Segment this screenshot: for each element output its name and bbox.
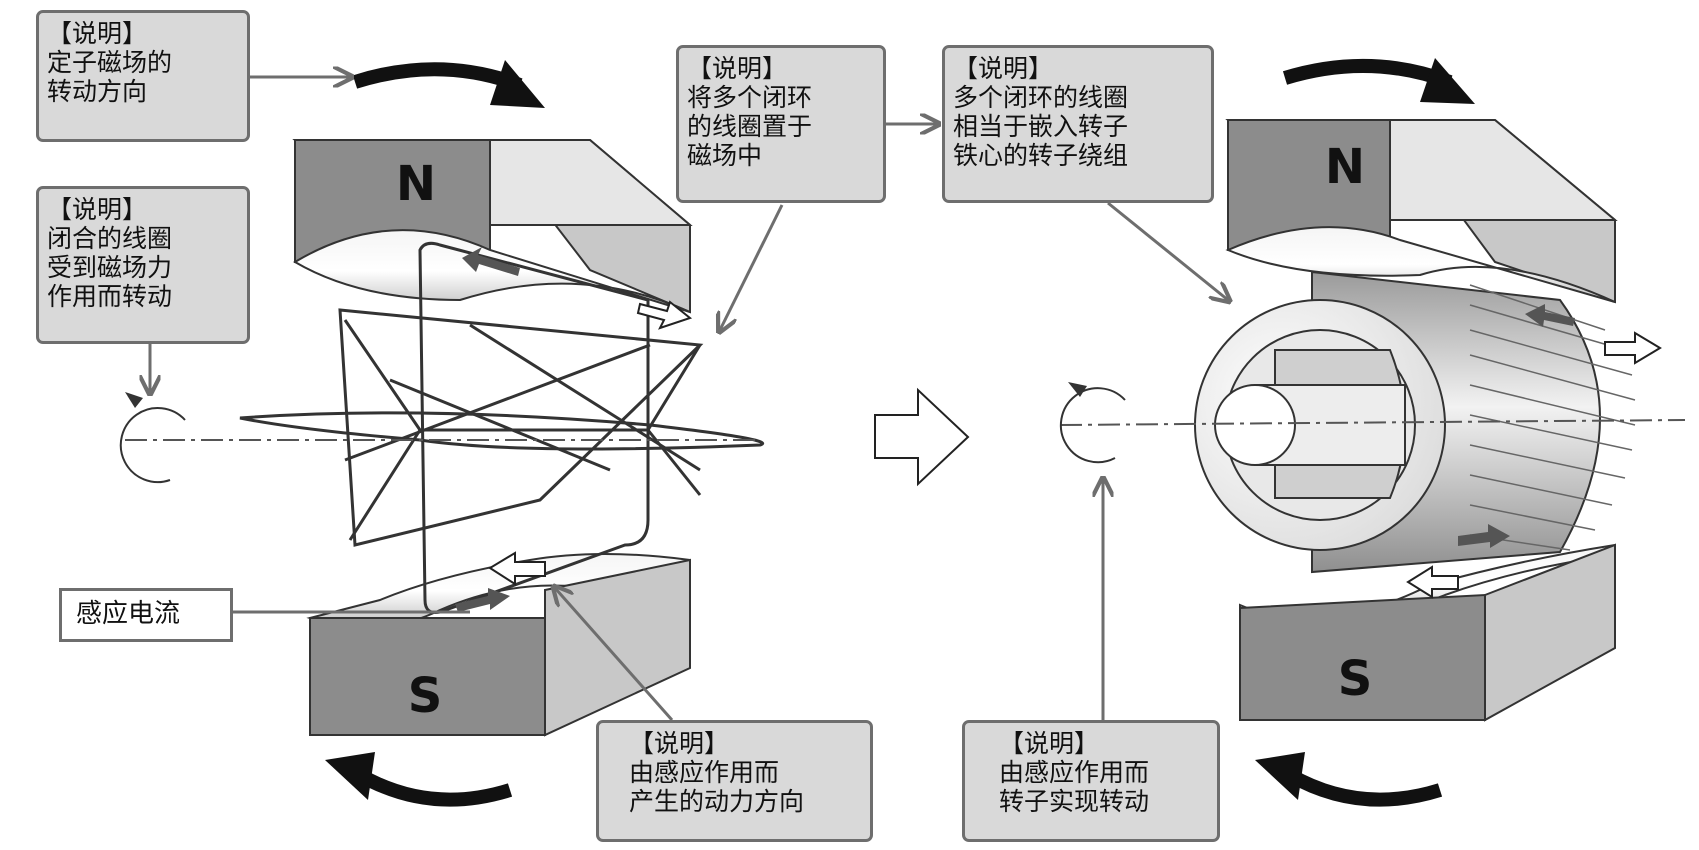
- left-south-magnet: S: [306, 553, 691, 737]
- force-arrow-upper-dark: [462, 247, 520, 276]
- note-rotor-winding: 【说明】 多个闭环的线圈 相当于嵌入转子 铁心的转子绕组: [942, 45, 1214, 203]
- note-line: 产生的动力方向: [629, 787, 805, 816]
- note-title: 【说明】: [999, 729, 1100, 758]
- right-north-magnet: N: [1225, 119, 1618, 304]
- right-bottom-rotation-arrow: [1255, 752, 1443, 807]
- right-south-magnet: S: [1239, 543, 1616, 722]
- note-title: 【说明】: [687, 54, 788, 83]
- force-arrow-lower-white: [488, 551, 546, 586]
- note-line: 铁心的转子绕组: [953, 141, 1129, 170]
- right-north-label: N: [1325, 139, 1365, 195]
- note-title: 【说明】: [47, 19, 148, 48]
- note-line: 作用而转动: [47, 282, 173, 311]
- rotor-arrow-lower-white: [1406, 565, 1459, 599]
- left-north-magnet: N: [292, 139, 693, 314]
- right-south-label: S: [1338, 651, 1373, 707]
- transition-arrow: [874, 387, 970, 487]
- left-coils: [239, 241, 764, 614]
- left-south-label: S: [408, 668, 443, 724]
- leader-lines: [150, 77, 1228, 721]
- note-force-direction: 【说明】 由感应作用而 产生的动力方向: [596, 720, 873, 842]
- right-rotation-axis: [1059, 382, 1686, 464]
- force-arrow-upper-white: [636, 300, 693, 330]
- left-bottom-rotation-arrow: [325, 752, 513, 807]
- note-rotor-rotation: 【说明】 由感应作用而 转子实现转动: [962, 720, 1220, 842]
- note-line: 闭合的线圈: [47, 224, 173, 253]
- note-coil-force: 【说明】 闭合的线圈 受到磁场力 作用而转动: [36, 186, 250, 344]
- note-line: 由感应作用而: [999, 758, 1150, 787]
- note-line: 的线圈置于: [687, 112, 813, 141]
- note-line: 定子磁场的: [47, 48, 173, 77]
- induced-current-label: 感应电流: [59, 588, 233, 642]
- note-line: 受到磁场力: [47, 253, 173, 282]
- note-title: 【说明】: [47, 195, 148, 224]
- left-north-label: N: [396, 156, 436, 212]
- rotor-arrow-upper-dark: [1525, 304, 1575, 327]
- note-line: 磁场中: [687, 141, 763, 170]
- left-rotation-axis: [119, 392, 760, 483]
- right-top-rotation-arrow: [1282, 58, 1475, 104]
- note-line: 相当于嵌入转子: [953, 112, 1129, 141]
- left-top-rotation-arrow: [352, 60, 545, 108]
- note-line: 将多个闭环: [687, 83, 813, 112]
- rotor-arrow-lower-dark: [1458, 524, 1510, 548]
- note-title: 【说明】: [953, 54, 1054, 83]
- note-line: 由感应作用而: [629, 758, 780, 787]
- note-line: 转动方向: [47, 77, 148, 106]
- rotor-arrow-upper-white: [1604, 331, 1662, 365]
- note-title: 【说明】: [629, 729, 730, 758]
- note-line: 多个闭环的线圈: [953, 83, 1129, 112]
- note-coils-in-field: 【说明】 将多个闭环 的线圈置于 磁场中: [676, 45, 886, 203]
- note-stator-direction: 【说明】 定子磁场的 转动方向: [36, 10, 250, 142]
- force-arrow-lower-dark: [455, 588, 510, 612]
- note-line: 转子实现转动: [999, 787, 1150, 816]
